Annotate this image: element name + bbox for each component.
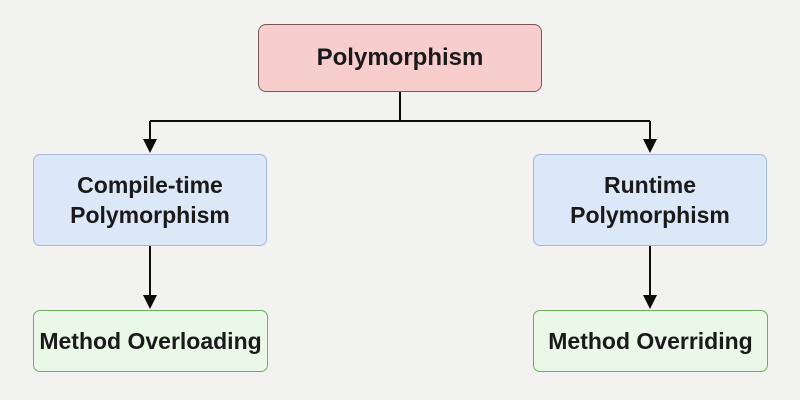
node-runtime-label-line1: Runtime <box>604 172 696 198</box>
node-polymorphism: Polymorphism <box>258 24 542 92</box>
node-compile-time-polymorphism: Compile-time Polymorphism <box>33 154 267 246</box>
node-method-overriding-label: Method Overriding <box>548 327 753 354</box>
node-compile-time-label-line2: Polymorphism <box>70 202 230 228</box>
node-method-overloading-label: Method Overloading <box>39 327 262 354</box>
node-method-overriding: Method Overriding <box>533 310 768 372</box>
arrowhead-to-compile-icon <box>143 139 157 153</box>
arrowhead-to-overriding-icon <box>643 295 657 309</box>
node-polymorphism-label: Polymorphism <box>316 44 484 71</box>
node-runtime-label-line2: Polymorphism <box>570 202 730 228</box>
arrowhead-to-runtime-icon <box>643 139 657 153</box>
arrowhead-to-overloading-icon <box>143 295 157 309</box>
node-compile-time-label-line1: Compile-time <box>77 172 223 198</box>
node-runtime-polymorphism: Runtime Polymorphism <box>533 154 767 246</box>
node-method-overloading: Method Overloading <box>33 310 268 372</box>
